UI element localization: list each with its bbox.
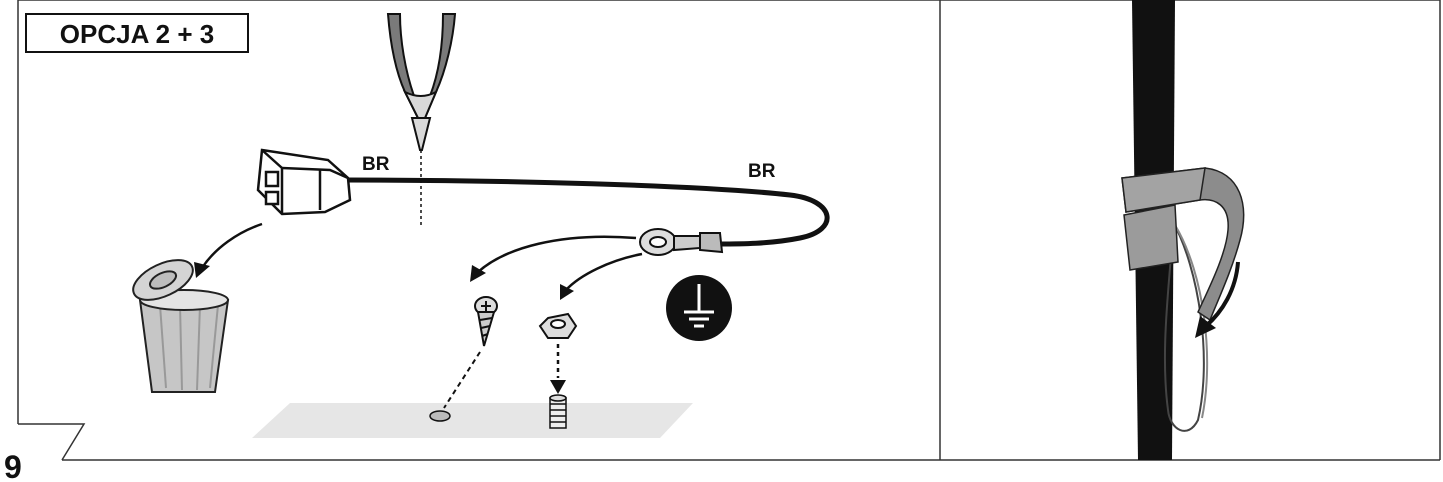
nut-icon bbox=[538, 312, 578, 339]
pliers-icon bbox=[386, 13, 457, 151]
arrow-to-trash bbox=[194, 222, 263, 278]
connector-icon bbox=[256, 148, 352, 216]
wire-label-left: BR bbox=[362, 154, 390, 175]
ring-terminal-icon bbox=[639, 228, 724, 256]
wire bbox=[342, 177, 830, 247]
mounting-surface bbox=[252, 403, 693, 438]
arrow-to-nut bbox=[560, 252, 643, 300]
velcro-strap-icon bbox=[1121, 167, 1245, 322]
arrow-to-screw bbox=[470, 235, 637, 282]
screw-icon bbox=[474, 296, 498, 347]
threaded-stud-icon bbox=[549, 394, 567, 429]
panel-borders bbox=[17, 0, 1441, 461]
step-number: 9 bbox=[4, 449, 22, 482]
option-label-box: OPCJA 2 + 3 bbox=[25, 13, 249, 53]
screw-insert-line bbox=[443, 351, 481, 409]
wrap-direction-arrow bbox=[1195, 261, 1240, 338]
trash-can-icon bbox=[132, 259, 230, 393]
mounting-hole bbox=[429, 410, 451, 422]
wire-label-right: BR bbox=[748, 161, 776, 182]
cable-loop bbox=[1163, 219, 1205, 432]
nut-insert-arrow bbox=[550, 344, 566, 394]
ground-symbol-icon bbox=[666, 275, 732, 341]
option-label: OPCJA 2 + 3 bbox=[60, 19, 214, 49]
